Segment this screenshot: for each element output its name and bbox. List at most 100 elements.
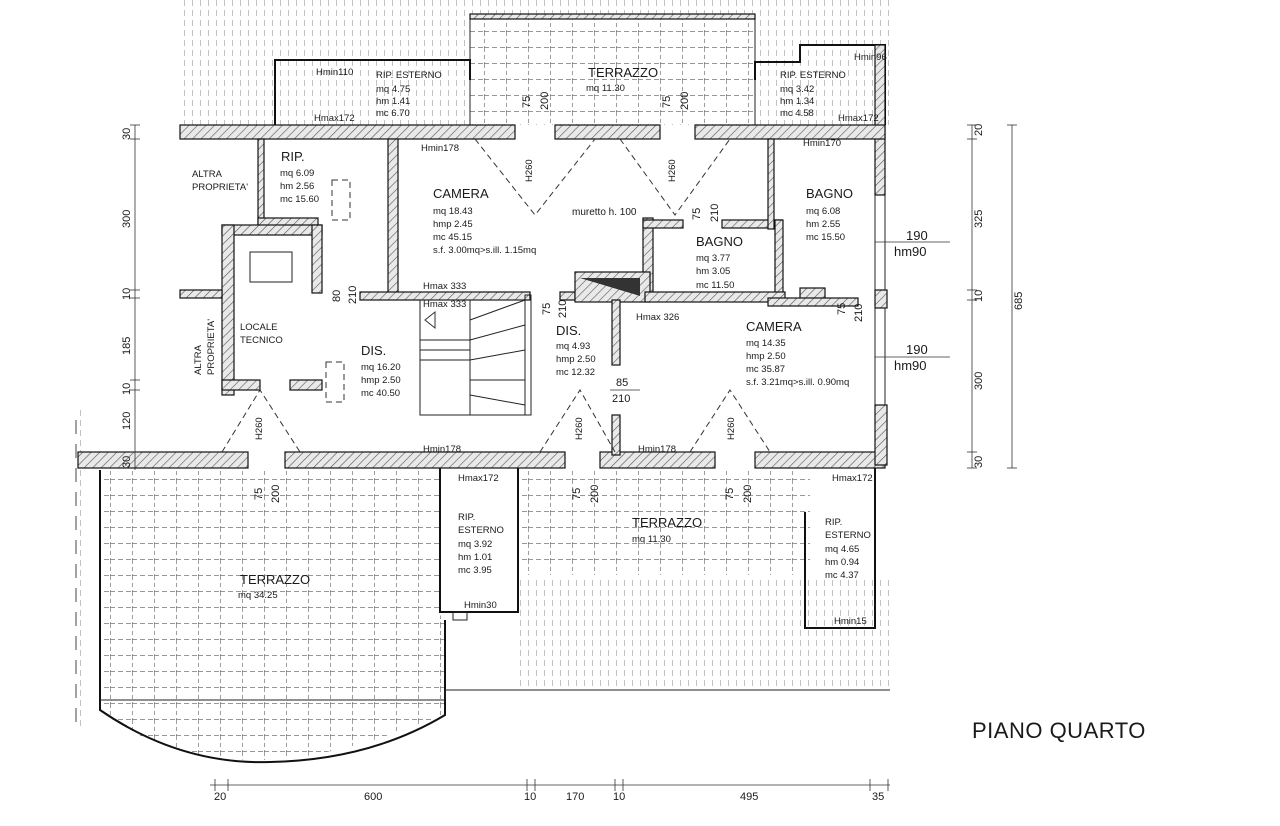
room-bagno-2: BAGNO xyxy=(696,234,743,249)
svg-text:Hmax172: Hmax172 xyxy=(832,473,873,484)
svg-text:s.f. 3.21mq>s.ill. 0.90mq: s.f. 3.21mq>s.ill. 0.90mq xyxy=(746,377,849,388)
svg-text:mc 6.70: mc 6.70 xyxy=(376,108,410,119)
room-dis-1: DIS. xyxy=(361,343,386,358)
svg-text:H260: H260 xyxy=(667,159,678,182)
svg-text:Hmax 333: Hmax 333 xyxy=(423,299,466,310)
svg-text:mq 4.75: mq 4.75 xyxy=(376,84,410,95)
svg-text:TECNICO: TECNICO xyxy=(240,335,283,346)
room-dis-2: DIS. xyxy=(556,323,581,338)
svg-text:210: 210 xyxy=(709,204,721,222)
svg-text:mc 4.58: mc 4.58 xyxy=(780,108,814,119)
room-terrazzo-bottom: TERRAZZO xyxy=(632,515,702,530)
svg-text:hm 0.94: hm 0.94 xyxy=(825,557,859,568)
svg-text:hm 2.56: hm 2.56 xyxy=(280,181,314,192)
room-bagno-1: BAGNO xyxy=(806,186,853,201)
terrace-curve xyxy=(99,470,446,764)
svg-text:hm 2.55: hm 2.55 xyxy=(806,219,840,230)
svg-text:Hmax 333: Hmax 333 xyxy=(423,281,466,292)
svg-text:mq 6.08: mq 6.08 xyxy=(806,206,840,217)
svg-text:hm 1.41: hm 1.41 xyxy=(376,96,410,107)
svg-text:200: 200 xyxy=(742,485,754,503)
svg-text:Hmin30: Hmin30 xyxy=(464,600,497,611)
svg-text:200: 200 xyxy=(679,92,691,110)
svg-text:mq 18.43: mq 18.43 xyxy=(433,206,473,217)
svg-text:75: 75 xyxy=(836,303,848,315)
svg-text:H260: H260 xyxy=(574,417,585,440)
room-altra-proprieta-2: ALTRA xyxy=(193,344,204,375)
room-rip-esterno-left: RIP. ESTERNO xyxy=(376,70,442,81)
svg-text:80: 80 xyxy=(331,290,343,302)
svg-text:30: 30 xyxy=(121,128,133,140)
svg-text:mq 4.93: mq 4.93 xyxy=(556,341,590,352)
svg-text:75: 75 xyxy=(661,96,673,108)
svg-text:hmp 2.50: hmp 2.50 xyxy=(746,351,786,362)
svg-text:300: 300 xyxy=(973,372,985,390)
svg-text:mq 14.35: mq 14.35 xyxy=(746,338,786,349)
svg-text:mc 12.32: mc 12.32 xyxy=(556,367,595,378)
svg-text:H260: H260 xyxy=(254,417,265,440)
svg-text:H260: H260 xyxy=(524,159,535,182)
room-rip-esterno-right: RIP. ESTERNO xyxy=(780,70,846,81)
svg-text:mq 6.09: mq 6.09 xyxy=(280,168,314,179)
svg-text:170: 170 xyxy=(566,791,584,803)
svg-text:mc 15.50: mc 15.50 xyxy=(806,232,845,243)
svg-text:mq 4.65: mq 4.65 xyxy=(825,544,859,555)
svg-text:600: 600 xyxy=(364,791,382,803)
svg-text:PROPRIETA': PROPRIETA' xyxy=(206,319,217,375)
svg-text:210: 210 xyxy=(557,300,569,318)
svg-text:Hmin96: Hmin96 xyxy=(854,52,887,63)
svg-text:hm90: hm90 xyxy=(894,358,927,373)
svg-text:210: 210 xyxy=(853,304,865,322)
svg-text:Hmax172: Hmax172 xyxy=(458,473,499,484)
svg-text:200: 200 xyxy=(539,92,551,110)
room-rip-esterno-bottom-mid: RIP. xyxy=(458,512,475,523)
windows-right xyxy=(874,195,950,405)
svg-text:300: 300 xyxy=(121,210,133,228)
svg-text:Hmin178: Hmin178 xyxy=(638,444,676,455)
svg-text:mq 11.30: mq 11.30 xyxy=(632,534,671,545)
svg-text:Hmin170: Hmin170 xyxy=(803,138,841,149)
locale-equipment xyxy=(249,251,293,283)
svg-text:325: 325 xyxy=(973,210,985,228)
room-locale-tecnico: LOCALE xyxy=(240,322,278,333)
svg-text:200: 200 xyxy=(270,485,282,503)
svg-text:mc 15.60: mc 15.60 xyxy=(280,194,319,205)
labels: TERRAZZO mq 11.30 Hmin110 RIP. ESTERNO m… xyxy=(192,52,887,627)
svg-text:Hmax172: Hmax172 xyxy=(838,113,879,124)
svg-text:mc 45.15: mc 45.15 xyxy=(433,232,472,243)
page-title: PIANO QUARTO xyxy=(972,718,1146,743)
svg-text:10: 10 xyxy=(121,288,133,300)
svg-text:30: 30 xyxy=(121,456,133,468)
svg-text:210: 210 xyxy=(612,393,630,405)
svg-text:Hmax 326: Hmax 326 xyxy=(636,312,679,323)
terraces xyxy=(100,18,810,760)
svg-text:75: 75 xyxy=(724,488,736,500)
rip-esterno-top xyxy=(274,44,886,196)
svg-text:mq 16.20: mq 16.20 xyxy=(361,362,401,373)
svg-text:190: 190 xyxy=(906,228,928,243)
svg-text:75: 75 xyxy=(691,208,703,220)
svg-text:200: 200 xyxy=(589,485,601,503)
svg-text:hm 1.34: hm 1.34 xyxy=(780,96,814,107)
svg-text:muretto h. 100: muretto h. 100 xyxy=(572,207,637,218)
svg-text:PROPRIETA': PROPRIETA' xyxy=(192,182,248,193)
svg-text:495: 495 xyxy=(740,791,758,803)
svg-text:hm 3.05: hm 3.05 xyxy=(696,266,730,277)
svg-text:hmp 2.50: hmp 2.50 xyxy=(361,375,401,386)
svg-text:10: 10 xyxy=(121,383,133,395)
rip-skylight xyxy=(331,179,351,221)
svg-text:ESTERNO: ESTERNO xyxy=(825,530,871,541)
svg-text:75: 75 xyxy=(541,303,553,315)
svg-text:hm 1.01: hm 1.01 xyxy=(458,552,492,563)
svg-text:10: 10 xyxy=(613,791,625,803)
svg-text:30: 30 xyxy=(973,456,985,468)
room-camera-2: CAMERA xyxy=(746,319,802,334)
svg-text:85: 85 xyxy=(616,377,628,389)
svg-text:10: 10 xyxy=(524,791,536,803)
svg-text:mq 3.42: mq 3.42 xyxy=(780,84,814,95)
svg-text:35: 35 xyxy=(872,791,884,803)
svg-text:185: 185 xyxy=(121,337,133,355)
room-terrazzo-top: TERRAZZO xyxy=(588,65,658,80)
stairs xyxy=(419,299,526,416)
